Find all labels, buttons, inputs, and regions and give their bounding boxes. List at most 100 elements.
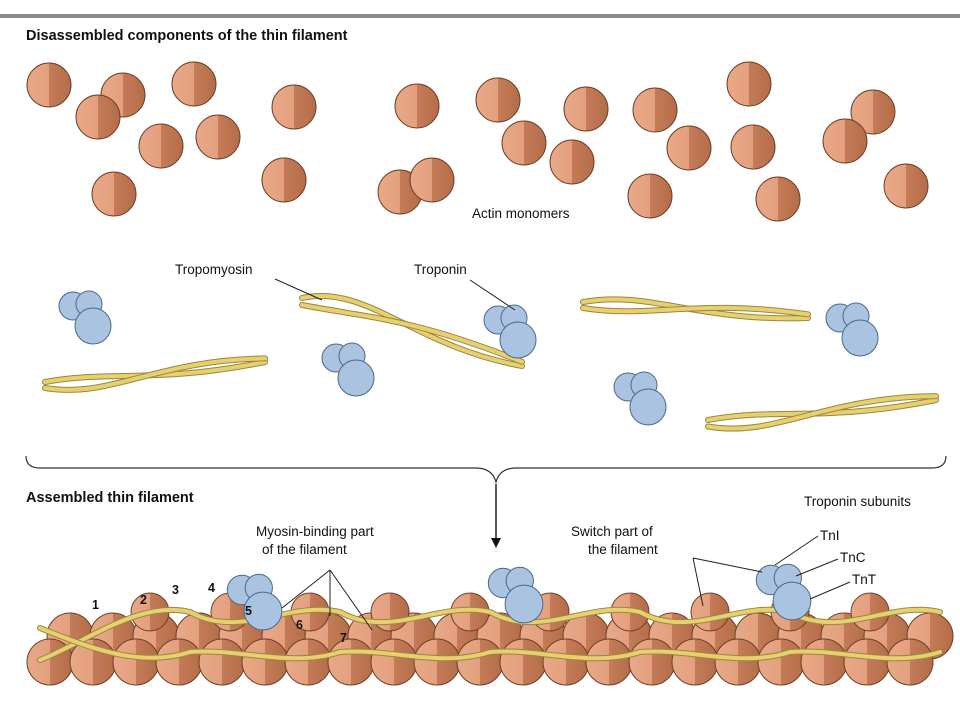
label-troponin-subunits: Troponin subunits (804, 494, 911, 509)
label-switch-line1: Switch part of (571, 524, 653, 539)
troponin-subunit-tnt (74, 307, 112, 345)
tni-leader-line (774, 535, 819, 566)
troponin-subunit-tnt (772, 581, 812, 621)
actin-monomer (883, 163, 929, 209)
tropomyosin-leader-line (274, 278, 323, 301)
free-actin-monomers (26, 61, 929, 222)
tropomyosin-free-4 (705, 393, 939, 432)
filament-actin-front (198, 638, 246, 686)
actin-monomer (171, 61, 217, 107)
filament-actin-front (542, 638, 590, 686)
filament-actin-front (155, 638, 203, 686)
label-tropomyosin: Tropomyosin (175, 262, 253, 277)
label-myosin-binding-line2: of the filament (262, 542, 347, 557)
actin-monomer (91, 171, 137, 217)
actin-monomer (394, 83, 440, 129)
tropomyosin-free-2 (299, 293, 525, 369)
filament-actin-front (671, 638, 719, 686)
tropomyosin-free-1 (42, 355, 268, 393)
troponin-free-3 (483, 304, 537, 359)
troponin-subunit-tnt (629, 388, 667, 426)
actin-monomer (271, 84, 317, 130)
filament-actin-front (241, 638, 289, 686)
actin-monomer (195, 114, 241, 160)
heading-assembled: Assembled thin filament (26, 490, 194, 506)
label-troponin: Troponin (414, 262, 467, 277)
filament-troponin-3 (755, 563, 812, 621)
top-rule (0, 14, 960, 18)
troponin-subunit-tnt (841, 319, 879, 357)
filament-actin-front (413, 638, 461, 686)
filament-actin-front (499, 638, 547, 686)
actin-monomer (726, 61, 772, 107)
actin-number-5: 5 (245, 604, 252, 618)
actin-number-1: 1 (92, 598, 99, 612)
filament-tropomyosin-core (38, 626, 942, 661)
filament-actin-front (370, 638, 418, 686)
troponin-free-4 (825, 302, 879, 357)
actin-monomer (75, 94, 121, 140)
filament-troponin-2 (487, 566, 544, 624)
filament-troponin-1 (226, 573, 283, 631)
filament-actin-front (886, 638, 934, 686)
actin-number-2: 2 (140, 593, 147, 607)
troponin-subunit-tnt (499, 321, 537, 359)
label-tni: TnI (820, 528, 840, 543)
actin-monomer (627, 173, 673, 219)
filament-actin-front (714, 638, 762, 686)
label-switch-line2: the filament (588, 542, 658, 557)
troponin-free-1 (58, 290, 112, 345)
filament-actin-front (284, 638, 332, 686)
tropomyosin-free-3 (580, 296, 811, 322)
assembly-brace (25, 455, 947, 485)
troponin-free-2 (321, 342, 375, 397)
filament-actin-top (690, 592, 730, 632)
label-tnc: TnC (840, 550, 866, 565)
troponin-subunit-tnt (243, 591, 283, 631)
filament-actin-front (757, 638, 805, 686)
troponin-free-5 (613, 371, 667, 426)
filament-actin-front (628, 638, 676, 686)
actin-monomer (475, 77, 521, 123)
actin-monomer (138, 123, 184, 169)
tnt-leader-line (809, 581, 851, 600)
actin-monomer (822, 118, 868, 164)
actin-monomer (261, 157, 307, 203)
actin-monomer (666, 125, 712, 171)
tnc-leader-line (795, 558, 839, 577)
assembled-filament (26, 563, 954, 686)
heading-disassembled: Disassembled components of the thin fila… (26, 28, 348, 44)
actin-number-3: 3 (172, 583, 179, 597)
actin-monomer (563, 86, 609, 132)
actin-monomer (26, 62, 72, 108)
filament-actin-front (843, 638, 891, 686)
myosin-binding-leader-lines (281, 569, 373, 631)
actin-monomer (549, 139, 595, 185)
assembly-arrow-head (491, 538, 501, 548)
free-troponin-complexes (58, 290, 879, 426)
troponin-leader-line (469, 279, 516, 311)
label-actin-monomers: Actin monomers (472, 206, 570, 221)
actin-monomer (755, 176, 801, 222)
switch-leader-lines (692, 557, 763, 607)
filament-actin-top (370, 592, 410, 632)
actin-monomer (850, 89, 896, 135)
actin-monomer (632, 87, 678, 133)
troponin-subunit-tnt (504, 584, 544, 624)
actin-monomer (730, 124, 776, 170)
troponin-subunit-tnt (337, 359, 375, 397)
actin-monomer (409, 157, 455, 203)
filament-actin-front (585, 638, 633, 686)
label-myosin-binding-line1: Myosin-binding part (256, 524, 374, 539)
filament-actin-front (327, 638, 375, 686)
actin-number-7: 7 (340, 631, 347, 645)
tropomyosin-strand-core (581, 305, 810, 317)
tropomyosin-strand-core (43, 356, 267, 392)
label-tnt: TnT (852, 572, 876, 587)
actin-number-4: 4 (208, 581, 215, 595)
filament-actin-front (456, 638, 504, 686)
tropomyosin-strand-core (706, 394, 938, 431)
tropomyosin-strand-core (300, 303, 524, 364)
